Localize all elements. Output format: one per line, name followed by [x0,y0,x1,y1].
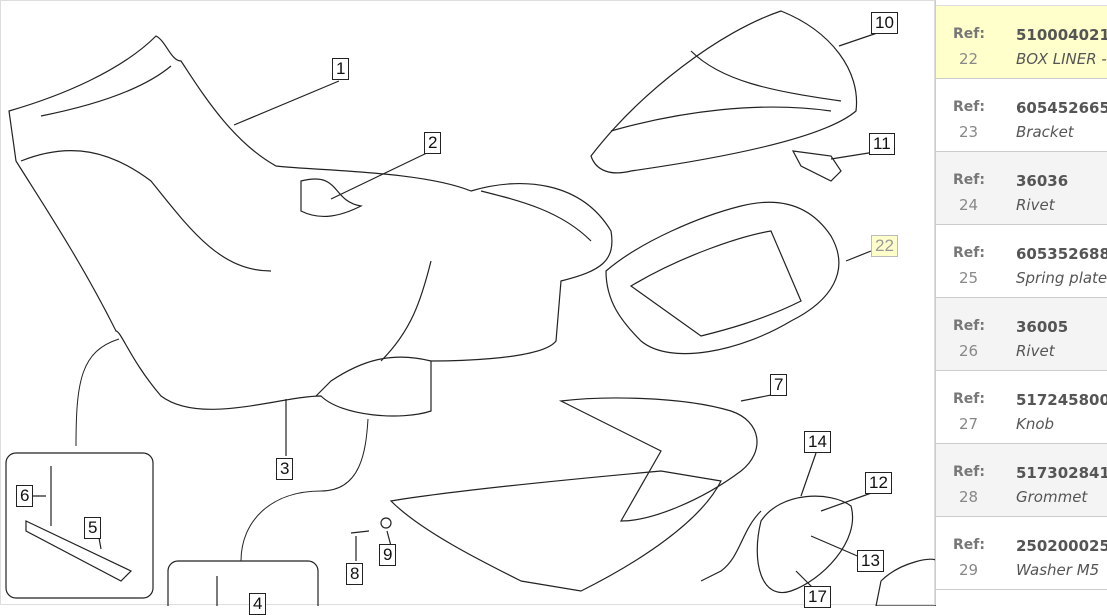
part-code: 250200025 [1016,537,1107,555]
ref-number: 29 [959,561,979,579]
part-code: 517245800 [1016,391,1107,409]
callout-6[interactable]: 6 [16,485,34,507]
diagram-drawing [5,10,936,606]
ref-label: Ref: [953,172,985,188]
part-description: BOX LINER - C [1016,50,1107,68]
callout-12[interactable]: 12 [865,472,892,494]
ref-number: 22 [959,50,979,68]
ref-label: Ref: [953,464,985,480]
parts-list-top-edge [936,0,1107,6]
part-code: 36036 [1016,172,1069,190]
part-code: 36005 [1016,318,1069,336]
part-description: Washer M5 [1016,561,1100,579]
part-description: Spring plate [1016,269,1107,287]
callout-3[interactable]: 3 [276,458,294,480]
ref-label: Ref: [953,245,985,261]
callout-2[interactable]: 2 [424,132,442,154]
ref-number: 24 [959,196,979,214]
ref-label: Ref: [953,537,985,553]
ref-label: Ref: [953,318,985,334]
part-code: 517302841 [1016,464,1107,482]
ref-number: 26 [959,342,979,360]
callout-4[interactable]: 4 [249,593,267,615]
part-description: Knob [1016,415,1055,433]
callout-11[interactable]: 11 [869,133,895,155]
ref-number: 27 [959,415,979,433]
exploded-parts-diagram[interactable]: 1 2 3 4 5 6 7 8 9 10 11 12 13 14 17 22 [0,0,936,615]
part-code: 605352688 [1016,245,1107,263]
part-description: Rivet [1016,342,1055,360]
ref-label: Ref: [953,391,985,407]
callout-8[interactable]: 8 [346,563,364,585]
callout-10[interactable]: 10 [871,12,898,34]
part-code: 510004021 [1016,26,1107,44]
ref-label: Ref: [953,99,985,115]
ref-label: Ref: [953,26,985,42]
ref-number: 25 [959,269,979,287]
part-description: Bracket [1016,123,1074,141]
callout-13[interactable]: 13 [857,550,884,572]
ref-number: 23 [959,123,979,141]
ref-number: 28 [959,488,979,506]
part-description: Rivet [1016,196,1055,214]
callout-5[interactable]: 5 [84,517,102,539]
part-description: Grommet [1016,488,1088,506]
callout-17[interactable]: 17 [804,586,831,608]
callout-7[interactable]: 7 [770,374,788,396]
part-code: 605452665 [1016,99,1107,117]
callout-9[interactable]: 9 [379,544,397,566]
callout-14[interactable]: 14 [804,431,831,453]
callout-1[interactable]: 1 [332,58,350,80]
callout-22-highlighted[interactable]: 22 [871,235,898,257]
